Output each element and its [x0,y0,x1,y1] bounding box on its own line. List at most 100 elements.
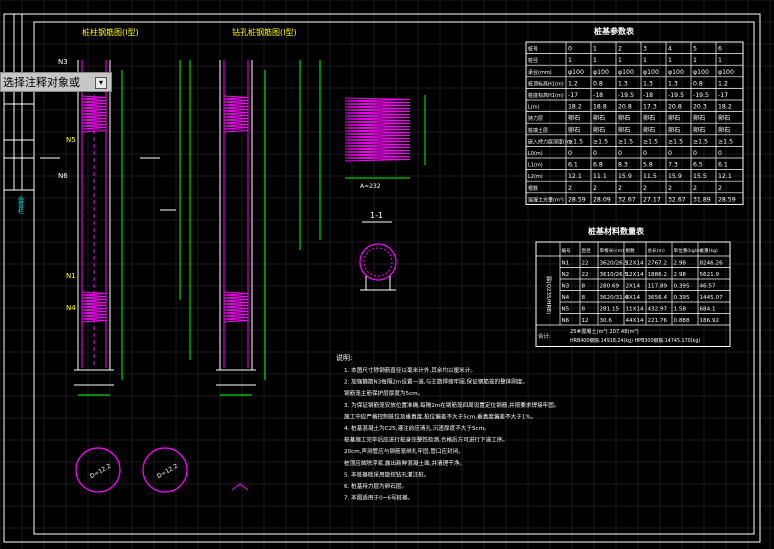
table1-cell: φ100 [568,69,584,76]
left-dimension-lines [78,60,191,396]
table1-cell: 15.5 [693,173,707,180]
table1-cell: 卵石 [568,126,580,134]
drawing-frame [33,21,755,535]
right-pile-stirrups [223,95,249,323]
table1-cell: 4 [668,46,672,53]
right-pile-main-bars [223,60,249,368]
table1-cell: 2 [693,185,697,192]
table2-cell: 3620/31.4 [600,295,629,301]
table1-cell: 桩号 [528,46,538,53]
table2-cell: 2.98 [674,272,687,278]
table2-cell: 2X14 [626,284,641,290]
tooltip-text: 选择注释对象或 [3,76,80,89]
command-tooltip[interactable]: 选择注释对象或 ▾ [0,72,112,92]
table2-cell: 编号 [562,247,572,254]
table2-cell: 8 [582,284,586,290]
left-elevation-title: 桩柱钢筋图(I型) [82,27,139,37]
table1-cell: -17 [718,92,728,99]
signoff-label: 会签栏 [17,195,24,215]
table1-cell: 卵石 [668,126,680,134]
section-inner-circle [363,247,393,277]
notes-block: 1. 本图尺寸除钢筋直径以毫米计外,其余均以厘米计。2. 加强箍筋N3每隔2m设… [344,366,559,502]
right-dimension-lines [220,60,321,396]
spacer-circle-left [75,447,121,493]
table2-cell: 3656.4 [648,295,668,301]
table1-cell: 18.8 [593,104,607,111]
table1-cell: φ100 [668,69,684,76]
table1-cell: ≥1.5 [693,138,708,145]
table1-cell: 0 [568,46,572,53]
spiral-detail [344,97,411,162]
note-line: 桩基施工完毕后应进行桩身完整性检测,合格后方可进行下道工序。 [344,436,508,444]
dropdown-arrow-icon[interactable]: ▾ [95,77,107,89]
table1-cell: 根数 [528,185,538,192]
table1-cell: 11.5 [643,173,657,180]
table1-cell: L1(m) [528,163,543,169]
table1-cell: 28.59 [568,196,586,203]
table1-cell: 0 [643,150,647,157]
table1-cell: 18.2 [718,104,732,111]
table2-cell: 432.97 [648,307,668,313]
table1-cell: ≥1.5 [618,138,633,145]
table1-cell: -19.5 [693,92,709,99]
table1-cell: φ100 [718,69,734,76]
note-line: 5. 本桩基础采用旋挖钻孔灌注桩。 [344,470,429,478]
table1-cell: 28.59 [718,196,736,203]
table1-cell: 15.9 [618,173,632,180]
table1-cell: 桩径 [528,57,538,64]
table1-title: 桩基参数表 [594,26,635,36]
table1-cell: 1.2 [718,80,728,87]
table1-cell: 20.3 [693,104,707,111]
table2-cell: 单根长(cm) [600,247,625,254]
table1-cell: 2 [718,185,722,192]
table1-cell: 桩底标高H1(m) [528,92,564,99]
table2-cell: N3 [562,284,570,290]
table2-cell: 3620/26.5 [600,261,629,267]
table2-cell: 2767.2 [648,261,668,267]
spiral-detail-dims [345,95,426,179]
table2-cell: 221.76 [648,318,668,324]
table1-cell: 32.67 [668,196,686,203]
table1-cell: 1 [568,57,572,64]
table1-cell: -18 [593,92,603,99]
table2-cell: 2.98 [674,261,687,267]
table2-cell: 684.1 [700,307,716,313]
section-title: 1-1 [370,211,383,220]
label-n3: N3 [58,58,68,66]
table1-cell: 卵石 [618,114,630,122]
table2-cell: 直径 [582,247,592,254]
table1-cell: 1.3 [618,80,628,87]
table1-cell: 0 [668,150,672,157]
left-section-marks [40,157,176,211]
table2-cell: 12X14 [626,261,645,267]
table2-cell: 12 [582,318,589,324]
label-n6: N6 [58,172,68,180]
table1-cell: 1.2 [568,80,578,87]
table1-cell: 桩端土层 [528,127,548,134]
table2-cell: 186.92 [700,318,720,324]
table1-cell: 1.3 [668,80,678,87]
table1-cell: 32.67 [618,196,636,203]
table1-cell: 28.09 [593,196,611,203]
table1-cell: 1.3 [643,80,653,87]
table1-cell: 3 [643,46,647,53]
table1-cell: 2 [568,185,572,192]
table2-cell: 281.15 [600,307,620,313]
table1-cell: ≥1.5 [568,138,583,145]
table2-title: 桩基材料数量表 [588,226,645,236]
table1-cell: 5 [693,46,697,53]
table1-cell: 2 [618,185,622,192]
table1-cell: 卵石 [668,114,680,122]
table2-cell: N5 [562,307,570,313]
table1-cell: 6 [718,46,722,53]
table1-cell: 6.1 [718,162,728,169]
table2-cell: 总长(m) [648,247,665,254]
table1-cell: -18 [643,92,653,99]
table2-cell: 0.888 [674,318,690,324]
table1-cell: 卵石 [618,126,630,134]
table1-cell: 0 [618,150,622,157]
table1-cell: 嵌入持力层深度(m) [528,138,572,145]
